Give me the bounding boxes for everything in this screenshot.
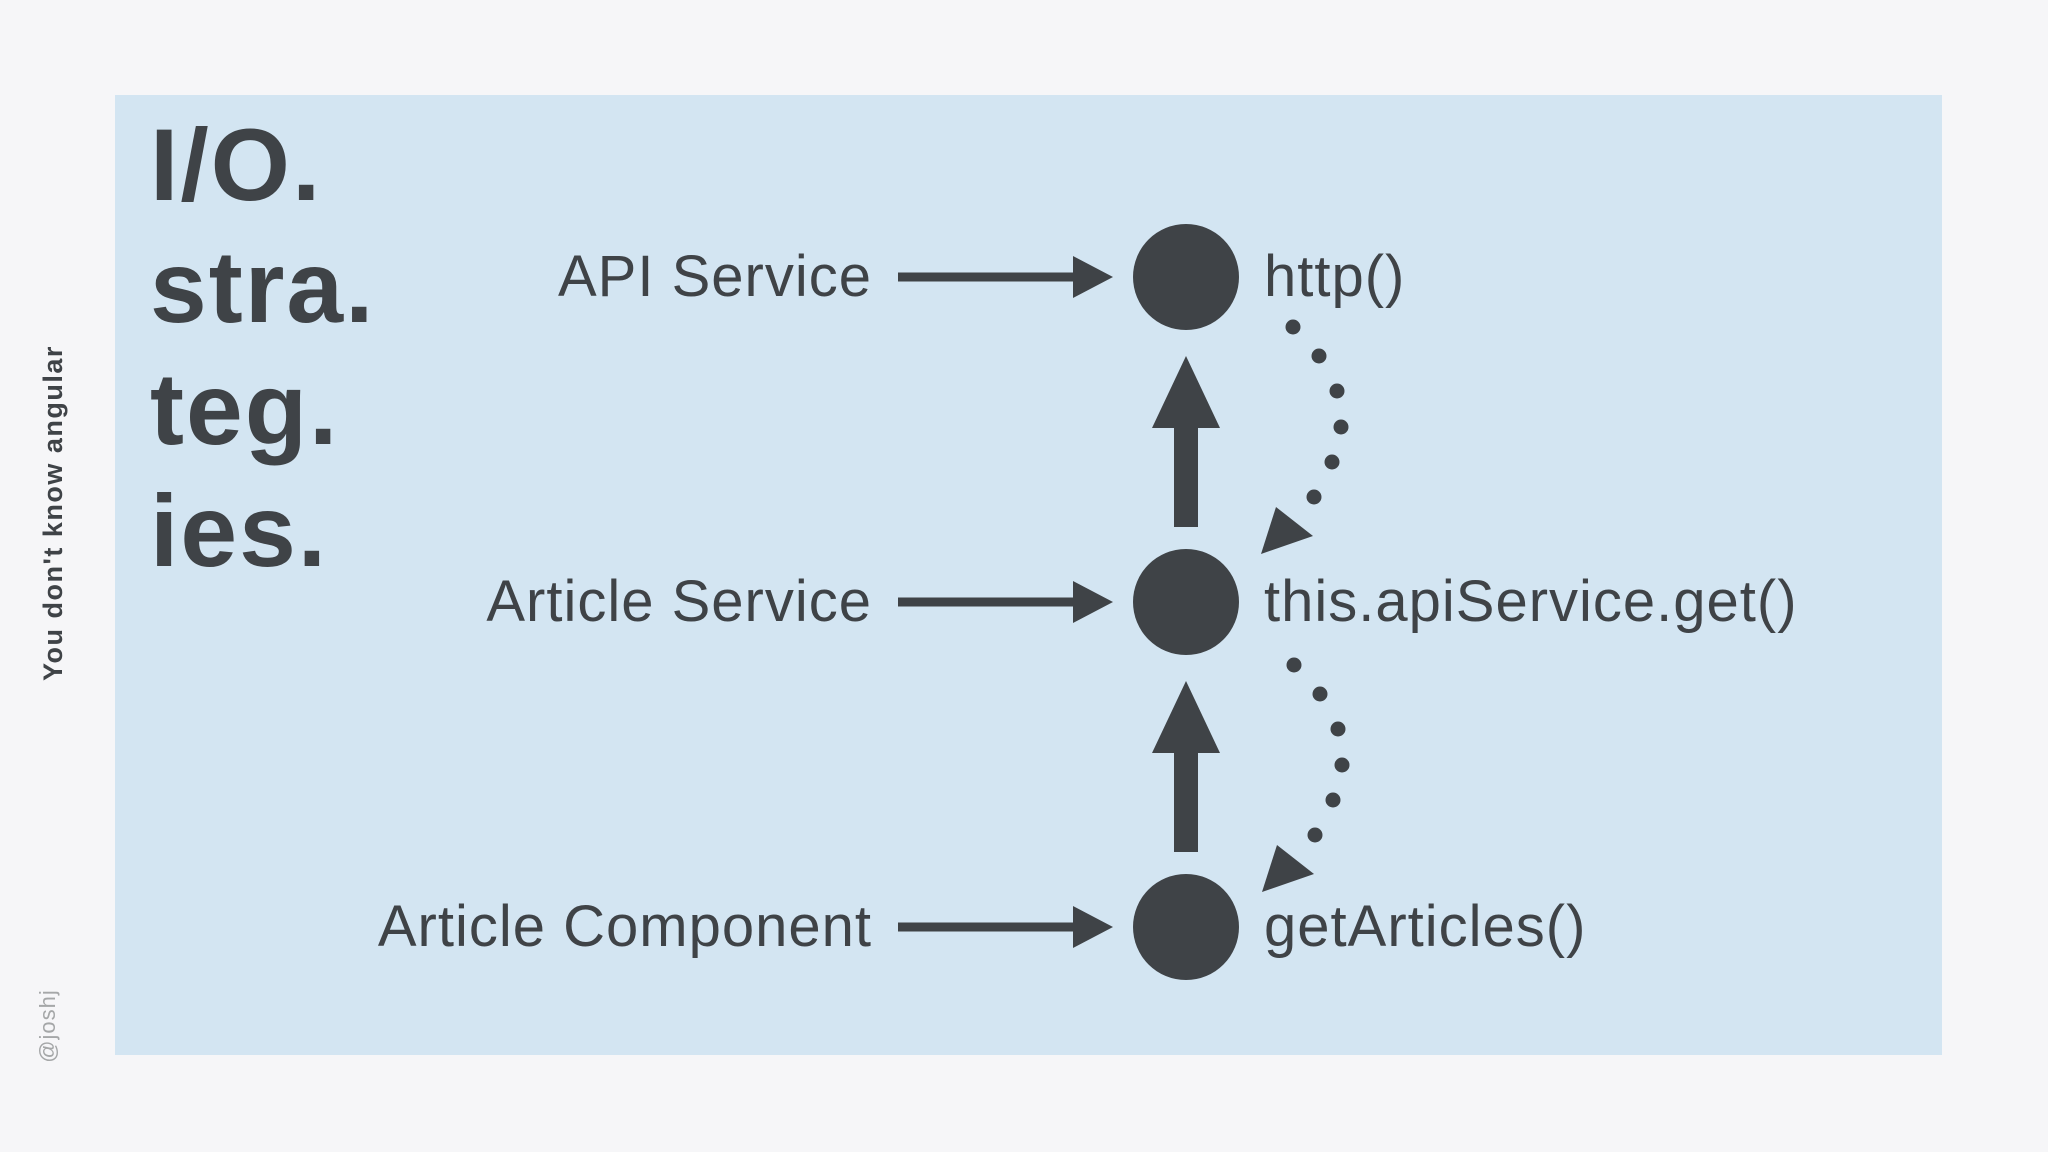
slide-blue-panel bbox=[115, 95, 1942, 1055]
method-label-http: http() bbox=[1264, 244, 1406, 309]
method-label-getarticles: getArticles() bbox=[1264, 894, 1587, 959]
title-line-2: stra. bbox=[150, 230, 376, 344]
title-line-1: I/O. bbox=[150, 108, 323, 222]
vertical-tagline: You don't know angular bbox=[38, 345, 68, 681]
component-label-api-service: API Service bbox=[558, 244, 872, 309]
method-label-apiservice-get: this.apiService.get() bbox=[1264, 569, 1798, 634]
title-line-3: teg. bbox=[150, 352, 340, 466]
title-line-4: ies. bbox=[150, 474, 329, 588]
slide-title: I/O. stra. teg. ies. bbox=[150, 104, 375, 592]
component-label-article-service: Article Service bbox=[486, 569, 872, 634]
author-handle: @joshj bbox=[35, 989, 60, 1063]
component-label-article-component: Article Component bbox=[377, 894, 872, 959]
